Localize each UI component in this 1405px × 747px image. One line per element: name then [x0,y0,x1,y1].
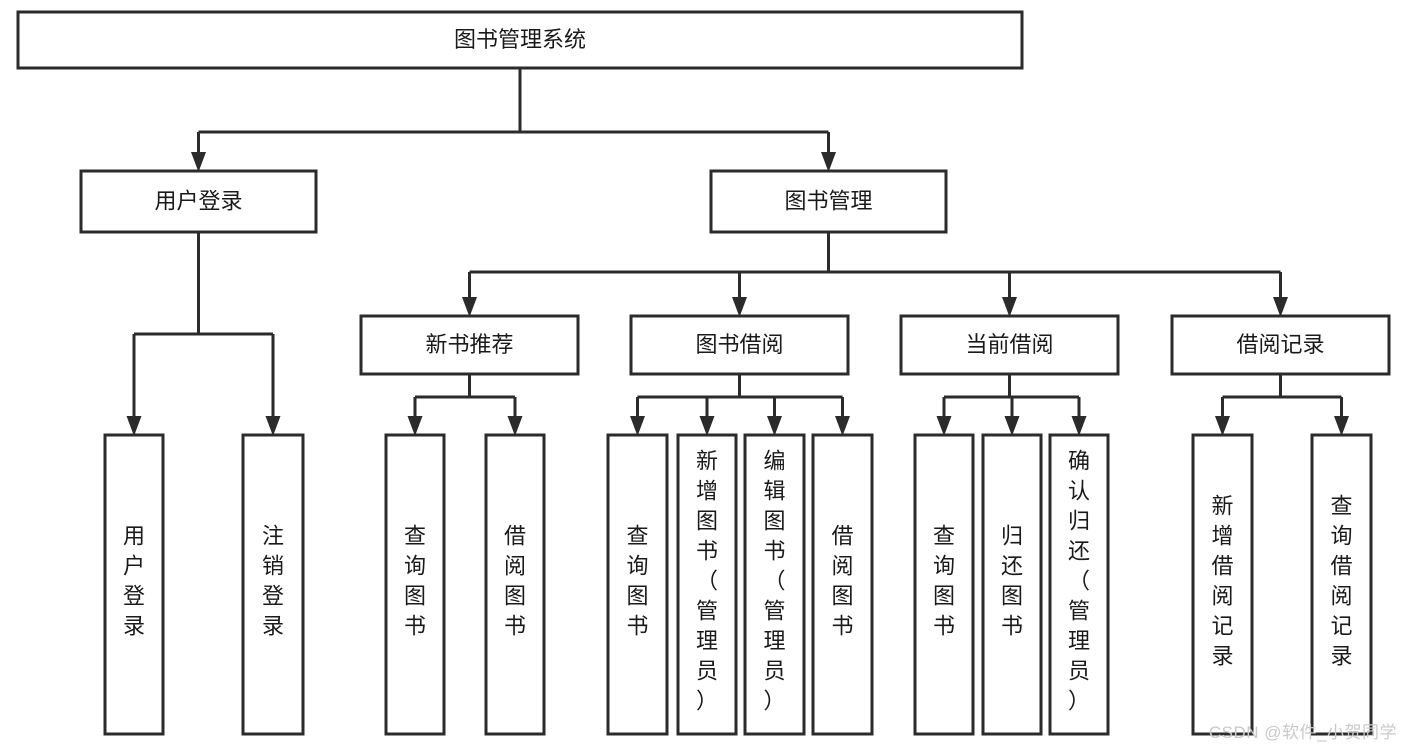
node-leaf-borrow-book-2[interactable]: 借阅图书 [811,433,874,736]
node-layer: 图书管理系统用户登录图书管理新书推荐图书借阅当前借阅借阅记录用户登录注销登录查询… [16,10,1391,736]
node-box [1048,433,1110,736]
node-box [16,10,1024,70]
node-label: 图书管理 [784,188,872,213]
arrow-head-icon [732,297,747,317]
node-leaf-borrow-book-1[interactable]: 借阅图书 [484,433,546,736]
node-label: 查询图书 [626,524,648,639]
node-label: 编辑图书（管理员） [763,449,785,714]
node-leaf-logout[interactable]: 注销登录 [241,433,305,736]
arrow-head-icon [936,416,952,436]
connector-current-borrow [942,374,1081,417]
arrow-head-icon [1215,416,1230,436]
node-box [629,314,850,376]
node-box [606,433,669,736]
node-box [1170,314,1391,376]
node-box [484,433,546,736]
arrow-head-icon [462,297,477,317]
node-box [981,433,1043,736]
arrow-head-icon [821,152,836,172]
node-label: 图书管理系统 [454,27,586,52]
node-leaf-confirm-return[interactable]: 确认归还（管理员） [1048,433,1110,736]
node-book-manage[interactable]: 图书管理 [709,169,948,234]
node-label: 用户登录 [123,524,145,639]
connector-layer [126,68,1349,436]
connector-new-book-rec [413,374,517,417]
node-label: 新书推荐 [425,332,513,357]
node-label: 新增图书（管理员） [696,449,718,714]
node-box [899,314,1120,376]
node-label: 借阅图书 [504,524,526,639]
node-box [709,169,948,234]
node-label: 当前借阅 [965,332,1053,357]
node-box [913,433,975,736]
arrow-head-icon [1273,297,1288,317]
node-book-borrow[interactable]: 图书借阅 [629,314,850,376]
arrow-head-icon [630,416,645,436]
connector-user-login [132,232,275,417]
connector-root [197,68,830,153]
node-leaf-query-record[interactable]: 查询借阅记录 [1310,433,1373,736]
node-label: 查询借阅记录 [1330,494,1352,669]
arrow-head-icon [407,416,423,436]
node-box [241,433,305,736]
node-user-login[interactable]: 用户登录 [79,169,318,234]
node-current-borrow[interactable]: 当前借阅 [899,314,1120,376]
node-box [676,433,738,736]
node-box [1191,433,1254,736]
node-new-book-rec[interactable]: 新书推荐 [359,314,580,376]
arrow-head-icon [126,416,142,436]
node-leaf-add-record[interactable]: 新增借阅记录 [1191,433,1254,736]
arrow-head-icon [1004,416,1020,436]
node-label: 查询图书 [404,524,426,639]
node-leaf-query-book-1[interactable]: 查询图书 [384,433,446,736]
connector-book-manage [468,232,1282,298]
arrow-head-icon [767,416,782,436]
node-label: 图书借阅 [695,332,783,357]
arrow-head-icon [699,416,715,436]
node-leaf-add-book[interactable]: 新增图书（管理员） [676,433,738,736]
node-label: 查询图书 [933,524,955,639]
watermark-label: CSDN @软件_小贺同学 [1208,723,1397,742]
node-leaf-return-book[interactable]: 归还图书 [981,433,1043,736]
arrow-head-icon [507,416,523,436]
node-leaf-user-login[interactable]: 用户登录 [103,433,165,736]
node-box [79,169,318,234]
arrow-head-icon [1002,297,1017,317]
node-label: 借阅图书 [831,524,853,639]
node-label: 借阅记录 [1236,332,1324,357]
node-box [103,433,165,736]
node-leaf-query-book-2[interactable]: 查询图书 [606,433,669,736]
arrow-head-icon [835,416,850,436]
node-box [743,433,806,736]
arrow-head-icon [265,416,281,436]
arrow-head-icon [1071,416,1087,436]
node-box [811,433,874,736]
node-leaf-query-book-3[interactable]: 查询图书 [913,433,975,736]
node-borrow-record[interactable]: 借阅记录 [1170,314,1391,376]
node-label: 归还图书 [1001,524,1023,639]
arrow-head-icon [191,152,206,172]
node-box [1310,433,1373,736]
node-label: 注销登录 [262,524,284,639]
node-box [384,433,446,736]
node-label: 用户登录 [154,188,242,213]
node-root[interactable]: 图书管理系统 [16,10,1024,70]
connector-book-borrow [636,374,844,417]
node-leaf-edit-book[interactable]: 编辑图书（管理员） [743,433,806,736]
connector-borrow-record [1221,374,1343,417]
arrow-head-icon [1334,416,1349,436]
node-label: 确认归还（管理员） [1068,449,1090,714]
node-box [359,314,580,376]
node-label: 新增借阅记录 [1211,494,1233,669]
